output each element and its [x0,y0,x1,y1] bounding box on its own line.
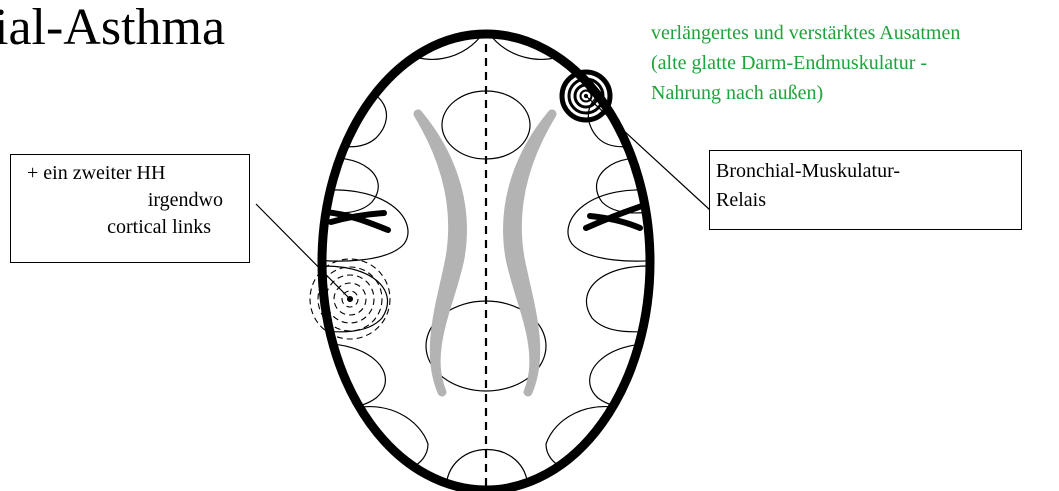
left-bronchial-mark [325,212,388,230]
right-annotation-box: Bronchial-Muskulatur- Relais [709,150,1022,230]
green-note: verlängertes und verstärktes Ausatmen (a… [651,18,1059,108]
lobe-left-2 [310,158,378,213]
left-annotation-box: + ein zweiter HH irgendwo cortical links [10,154,250,263]
lobe-left-3 [300,190,408,261]
lobe-right-3 [568,190,674,261]
green-note-line: Nahrung nach außen) [651,78,1059,108]
left-box-line: + ein zweiter HH [11,160,249,187]
left-box-line: cortical links [11,214,249,241]
right-box-line: Relais [716,187,1021,216]
lobe-right-4 [586,266,672,332]
pointer-right [586,96,710,210]
left-ventricle [418,114,462,392]
left-box-line: irgendwo [11,187,249,214]
page-title: ial-Asthma [0,2,225,54]
green-note-line: verlängertes und verstärktes Ausatmen [651,18,1059,48]
green-note-line: (alte glatte Darm-Endmuskulatur - [651,48,1059,78]
right-box-line: Bronchial-Muskulatur- [716,158,1021,187]
